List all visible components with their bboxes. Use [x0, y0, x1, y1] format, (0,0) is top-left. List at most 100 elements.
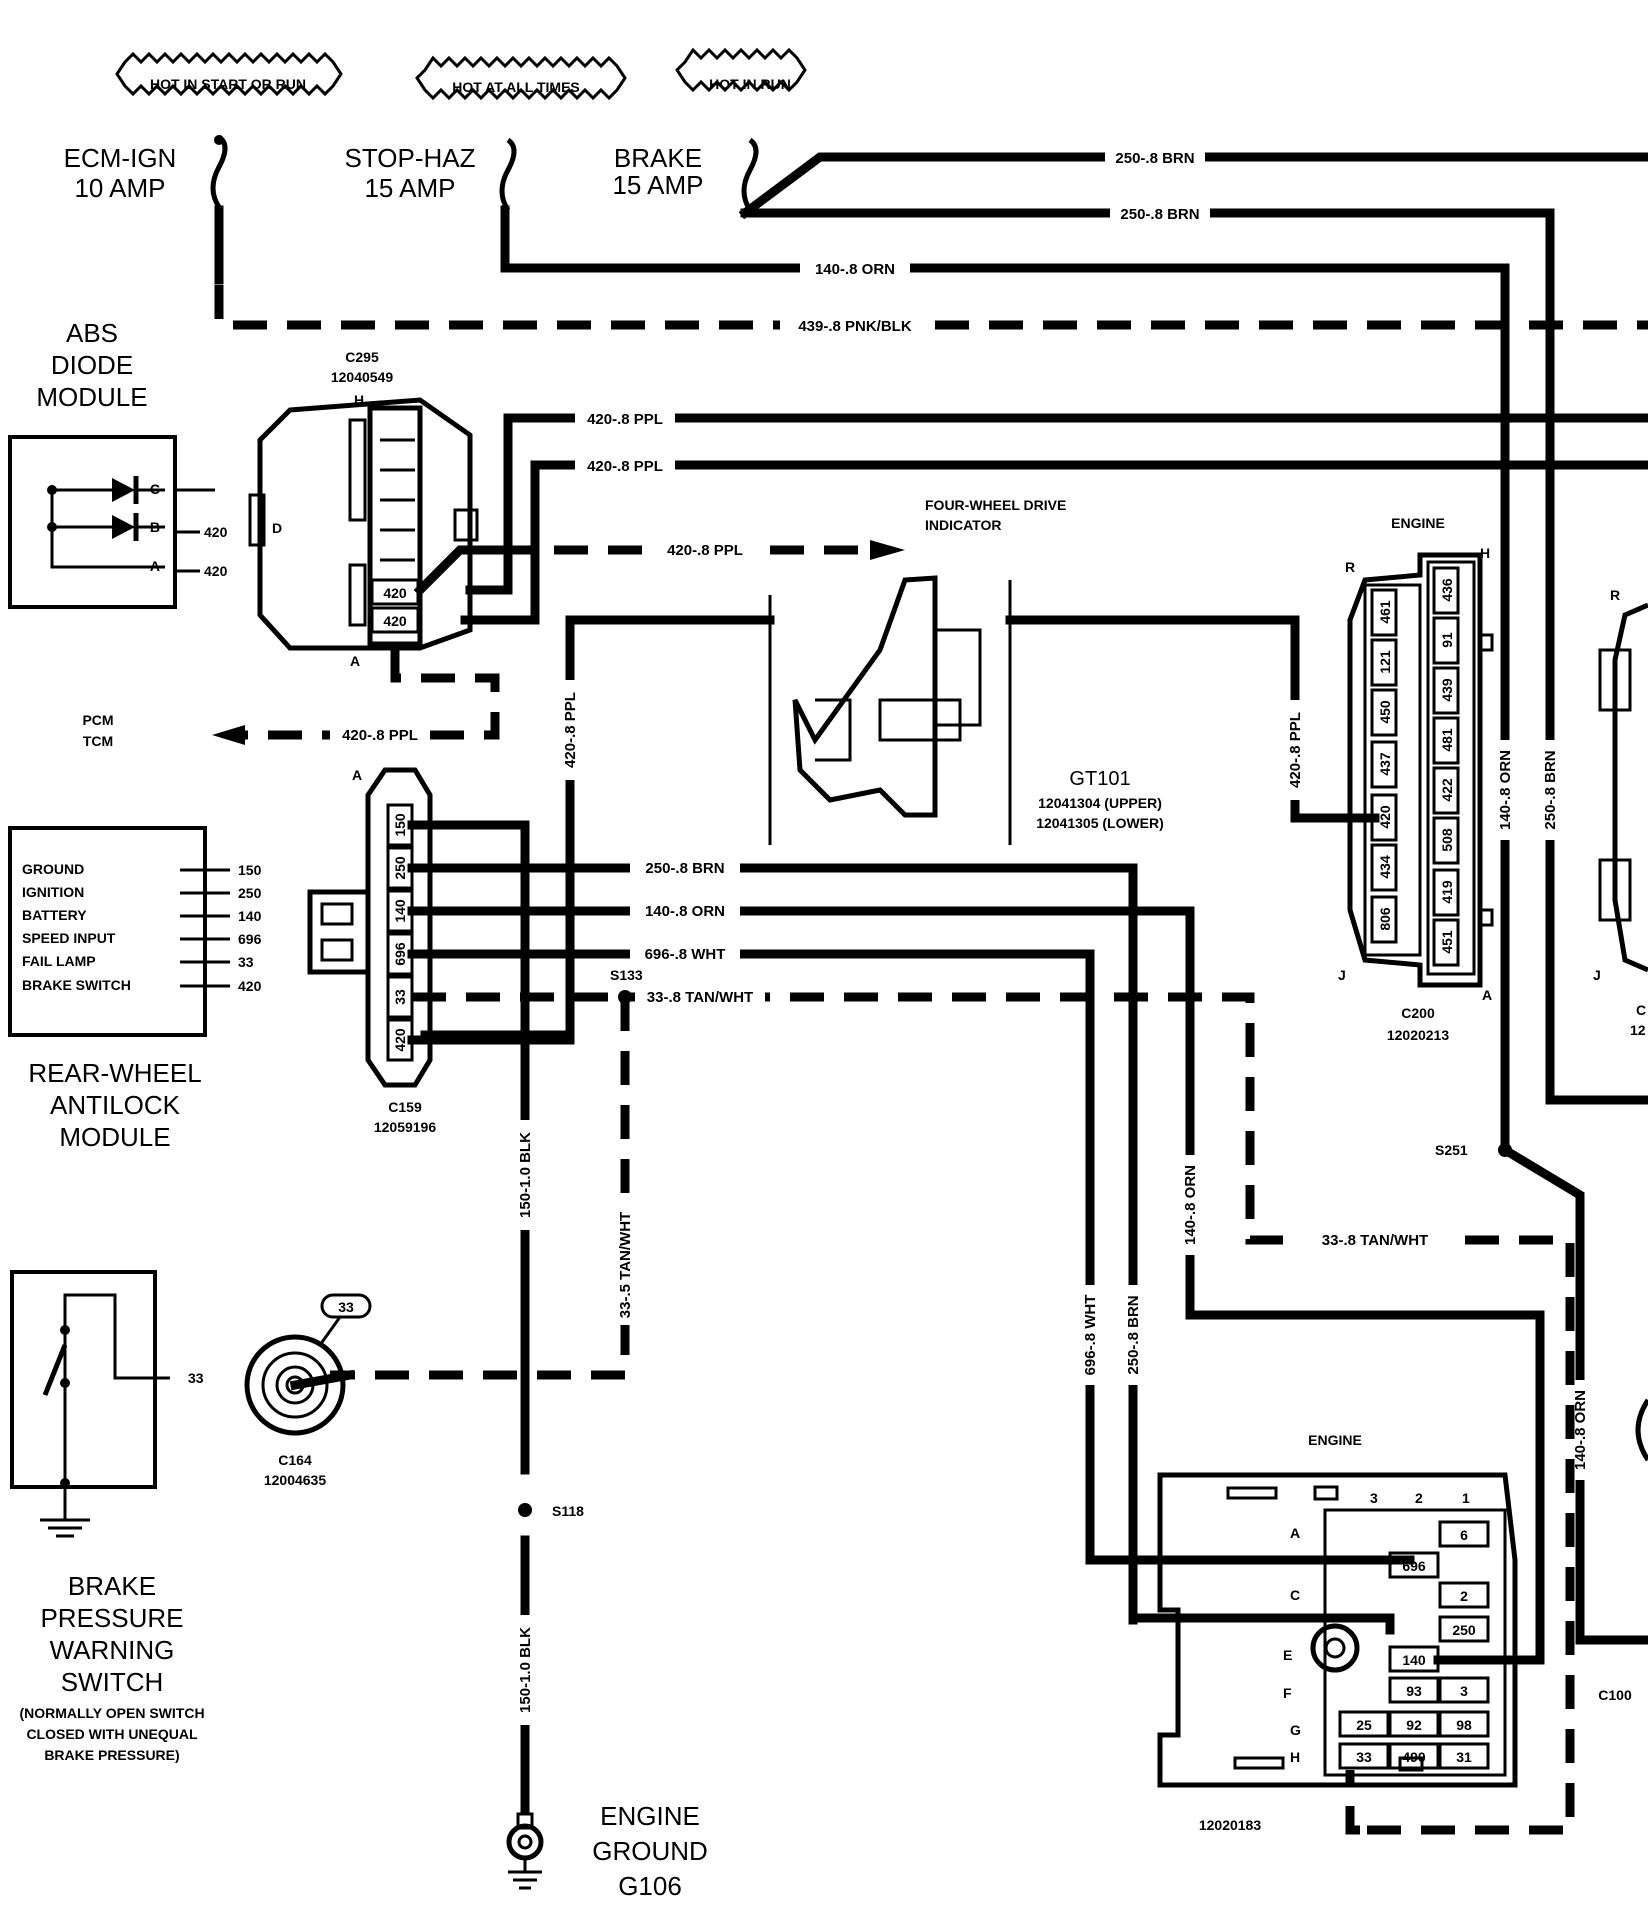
abs-diode-module: ABS DIODE MODULE C B A 420 420: [8, 318, 228, 609]
row-label: A: [1290, 1525, 1300, 1541]
wire-label: 250-.8 BRN: [1125, 1295, 1142, 1374]
switch-title: BRAKE: [68, 1571, 156, 1601]
cavity: [1432, 616, 1460, 665]
hot-start-run-text: HOT IN START OR RUN: [150, 76, 306, 92]
col-label: 1: [1462, 1490, 1470, 1506]
right-num: 12: [1630, 1022, 1646, 1038]
function-pin: 150: [238, 862, 262, 878]
cavity-label: 434: [1377, 855, 1393, 879]
gt101-label: GT101 12041304 (UPPER) 12041305 (LOWER): [1036, 768, 1164, 831]
c159-part: 12059196: [374, 1119, 437, 1135]
cavity-label: 419: [1439, 880, 1455, 904]
cavity-label: 150: [392, 813, 408, 837]
cavity: [1432, 816, 1460, 865]
diode-icon: [112, 478, 135, 502]
c100-name: C100: [1598, 1687, 1632, 1703]
module-title: MODULE: [59, 1122, 170, 1152]
cavity-label: 92: [1406, 1717, 1422, 1733]
function-label: GROUND: [22, 861, 84, 877]
fuse-rating: 15 AMP: [612, 170, 703, 200]
cavity-label: 420: [1377, 805, 1393, 829]
cavity: [1370, 740, 1398, 789]
cavity-label: 98: [1456, 1717, 1472, 1733]
wire-label: 420-.8 PPL: [562, 692, 579, 768]
function-pin: 33: [238, 954, 254, 970]
ppl-to-4wd: 420-.8 PPL: [413, 540, 905, 597]
cavity: [1432, 766, 1460, 815]
ground-label: G106: [618, 1871, 682, 1901]
switch-title: PRESSURE: [40, 1603, 183, 1633]
c100-part: 12020183: [1199, 1817, 1262, 1833]
right-r: R: [1610, 587, 1620, 603]
c100-shell: [1157, 1472, 1518, 1788]
corner-h: H: [1480, 545, 1490, 561]
wire-label: 420-.8 PPL: [667, 542, 743, 559]
cavity-label: 140: [1402, 1652, 1426, 1668]
cavity: [1388, 1742, 1440, 1770]
fuse-symbol: [741, 137, 759, 212]
ground-label: GROUND: [592, 1836, 708, 1866]
pin-wire-label: 420: [204, 524, 228, 540]
abs-diode-box: [8, 435, 177, 609]
pin-label: A: [150, 558, 160, 574]
cavity-label: 6: [1460, 1527, 1468, 1543]
cavity-label: 250: [1452, 1622, 1476, 1638]
cavity: [1438, 1520, 1490, 1548]
cavity: [1438, 1676, 1490, 1704]
function-label: BRAKE SWITCH: [22, 977, 131, 993]
fuse-name: ECM-IGN: [64, 143, 177, 173]
hot-all-times-text: HOT AT ALL TIMES: [452, 79, 580, 95]
switch-note: CLOSED WITH UNEQUAL: [26, 1726, 198, 1742]
col-label: 3: [1370, 1490, 1378, 1506]
wire-label: 420-.8 PPL: [342, 727, 418, 744]
cavity-label: 696: [1402, 1558, 1426, 1574]
wire-label: 420-.8 PPL: [587, 411, 663, 428]
c295-connector: C295 12040549 H A D 420 420: [248, 349, 479, 669]
fuse-name: BRAKE: [614, 143, 702, 173]
c200-shell: [1347, 552, 1483, 988]
diode-icon: [112, 515, 135, 539]
c200-side-wires: 140-.8 ORN 250-.8 BRN S251 140-.8 ORN: [1435, 740, 1648, 1645]
hot-in-run-badge: [675, 47, 807, 93]
cavity: [1438, 1581, 1490, 1609]
cavity-label: 806: [1377, 907, 1393, 931]
function-label: FAIL LAMP: [22, 953, 96, 969]
cavity-label: 25: [1356, 1717, 1372, 1733]
cavity: [1370, 843, 1398, 892]
cavity-label: 420: [383, 613, 407, 629]
pin-label: B: [150, 519, 160, 535]
wire-label: 140-.8 ORN: [645, 903, 725, 920]
fuse-ecm-ign: HOT IN START OR RUN ECM-IGN 10 AMP: [64, 51, 343, 209]
cavity: [1432, 918, 1460, 967]
module-title: DIODE: [51, 350, 133, 380]
cavity-label: 508: [1439, 828, 1455, 852]
cavity: [1432, 868, 1460, 917]
corner-j: J: [1338, 967, 1346, 983]
col-label: 2: [1415, 1490, 1423, 1506]
cavity-label: 250: [392, 856, 408, 880]
cavity: [1370, 638, 1398, 687]
cavity-label: 3: [1460, 1683, 1468, 1699]
pin-d: D: [272, 520, 282, 536]
hot-in-run-text: HOT IN RUN: [709, 76, 791, 92]
cavity: [1370, 588, 1398, 637]
switch-title: WARNING: [50, 1635, 175, 1665]
wire-label: 250-.8 BRN: [1542, 750, 1559, 829]
cavity: [1370, 793, 1398, 842]
cavity: [1432, 666, 1460, 715]
fuse-brake: HOT IN RUN BRAKE 15 AMP: [612, 47, 807, 212]
function-pin: 420: [238, 978, 262, 994]
splice-s133: S133: [610, 967, 643, 983]
c159-shell: [365, 767, 433, 1088]
function-label: BATTERY: [22, 907, 87, 923]
cavity-label: 91: [1439, 632, 1455, 648]
row-label: C: [1290, 1587, 1300, 1603]
pin-h: H: [354, 392, 364, 408]
cavity-label: 33: [1356, 1749, 1372, 1765]
right-edge-connector: R J C 12: [1593, 587, 1648, 1462]
cavity: [1338, 1710, 1390, 1738]
switch-title: SWITCH: [61, 1667, 164, 1697]
cavity: [1438, 1742, 1490, 1770]
cavity-label: 33: [392, 989, 408, 1005]
cavity-label: 2: [1460, 1588, 1468, 1604]
